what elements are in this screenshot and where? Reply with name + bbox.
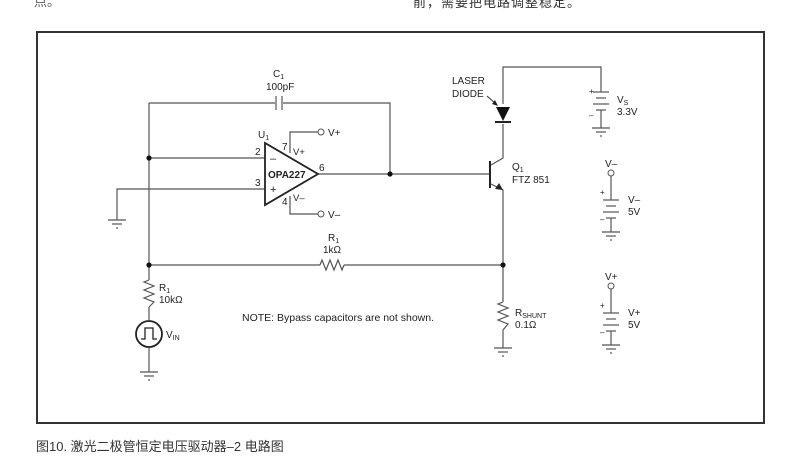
vpos-minus: – (600, 328, 605, 337)
square-wave-icon (141, 327, 157, 340)
laser-diode: LASER DIODE (452, 76, 511, 123)
r10k-value: 10kΩ (159, 295, 183, 306)
laser-label-2: DIODE (452, 89, 484, 100)
pin-7-label: 7 (282, 142, 288, 153)
pin-4-label: 4 (282, 197, 288, 208)
junction-dot (146, 155, 152, 161)
junction-dot (500, 262, 506, 268)
junction-dot (387, 171, 393, 177)
ground-icon (494, 347, 512, 357)
pin-3-label: 3 (255, 178, 261, 189)
wires (116, 66, 602, 372)
vneg-pin-label: V– (293, 193, 305, 204)
pin-6-label: 6 (319, 163, 325, 174)
junction-dot (146, 262, 152, 268)
q1-label: Q1 (512, 162, 524, 174)
pin-2-label: 2 (255, 147, 261, 158)
vpos-terminal-label: V+ (328, 128, 341, 139)
opamp-u1: U1 OPA227 2 3 7 4 6 – + V+ V– V+ V– (255, 128, 341, 221)
vneg-plus: + (600, 188, 605, 197)
schematic-frame (36, 31, 765, 424)
junction-dots (146, 155, 506, 268)
rshunt-label: RSHUNT (515, 308, 547, 320)
vneg-terminal-label: V– (605, 159, 618, 170)
wire-emitter-to-shunt (490, 183, 504, 302)
vpos-value: 5V (628, 320, 641, 331)
opamp-ref: U1 (258, 130, 269, 142)
previous-page-text-fragment: 点。 (34, 0, 61, 9)
inverting-sign: – (270, 153, 277, 165)
noninverting-sign: + (270, 184, 276, 196)
ground-icon (140, 371, 158, 381)
wire-noninverting-input (116, 188, 265, 220)
vneg-label: V– (628, 195, 641, 206)
previous-page-text-fragment-right: 前，需要把电路调整稳定。 (413, 0, 582, 10)
vpos-label: V+ (628, 308, 641, 319)
ground-icon (108, 219, 126, 229)
c1-label: C1 (273, 69, 284, 81)
opamp-part: OPA227 (268, 170, 306, 181)
wire-cap-feedback (149, 102, 391, 174)
note-text: NOTE: Bypass capacitors are not shown. (242, 312, 434, 324)
vpos-terminal-label: V+ (605, 272, 618, 283)
capacitor-c1: C1 100pF (266, 69, 294, 110)
wire-vpos-pin (289, 131, 318, 153)
resistor-1k: R1 1kΩ (319, 233, 345, 272)
transistor-q1: Q1 FTZ 851 (489, 161, 550, 190)
vpos-terminal-icon (317, 128, 325, 136)
r1k-value: 1kΩ (323, 245, 342, 256)
vin-label: VIN (166, 330, 180, 342)
resistor-10k: R1 10kΩ (142, 279, 183, 308)
vpos-pin-label: V+ (293, 147, 305, 158)
wire-vneg-pin (289, 196, 318, 215)
vneg-minus: – (600, 215, 605, 224)
emitter-arrow-icon (495, 183, 503, 190)
r10k-label: R1 (159, 283, 170, 295)
vs-label: VS (617, 95, 629, 107)
vs-value: 3.3V (617, 107, 638, 118)
supply-vs: + – VS 3.3V (589, 87, 638, 137)
figure-caption: 图10. 激光二极管恒定电压驱动器–2 电路图 (36, 439, 284, 454)
vneg-value: 5V (628, 207, 641, 218)
vneg-terminal-icon (317, 210, 325, 218)
pulse-source: VIN (135, 320, 180, 348)
source-circle (135, 320, 163, 348)
wire-diode-to-collector (490, 124, 504, 166)
vs-plus: + (589, 87, 594, 96)
wire-diode-to-vs (502, 66, 602, 104)
supply-vneg: V– + – V– 5V (600, 159, 641, 241)
vpos-terminal-icon (607, 282, 615, 290)
diode-triangle (496, 107, 510, 121)
rshunt-value: 0.1Ω (515, 320, 537, 331)
opamp-triangle (264, 141, 320, 207)
vs-minus: – (589, 111, 594, 120)
c1-value: 100pF (266, 82, 294, 93)
vpos-plus: + (600, 301, 605, 310)
r1k-label: R1 (328, 233, 339, 245)
laser-label-1: LASER (452, 76, 485, 87)
vneg-terminal-icon (607, 169, 615, 177)
vneg-terminal-label: V– (328, 210, 341, 221)
supply-vpos: V+ + – V+ 5V (600, 272, 641, 354)
q1-part: FTZ 851 (512, 175, 550, 186)
resistor-shunt: RSHUNT 0.1Ω (496, 301, 547, 331)
